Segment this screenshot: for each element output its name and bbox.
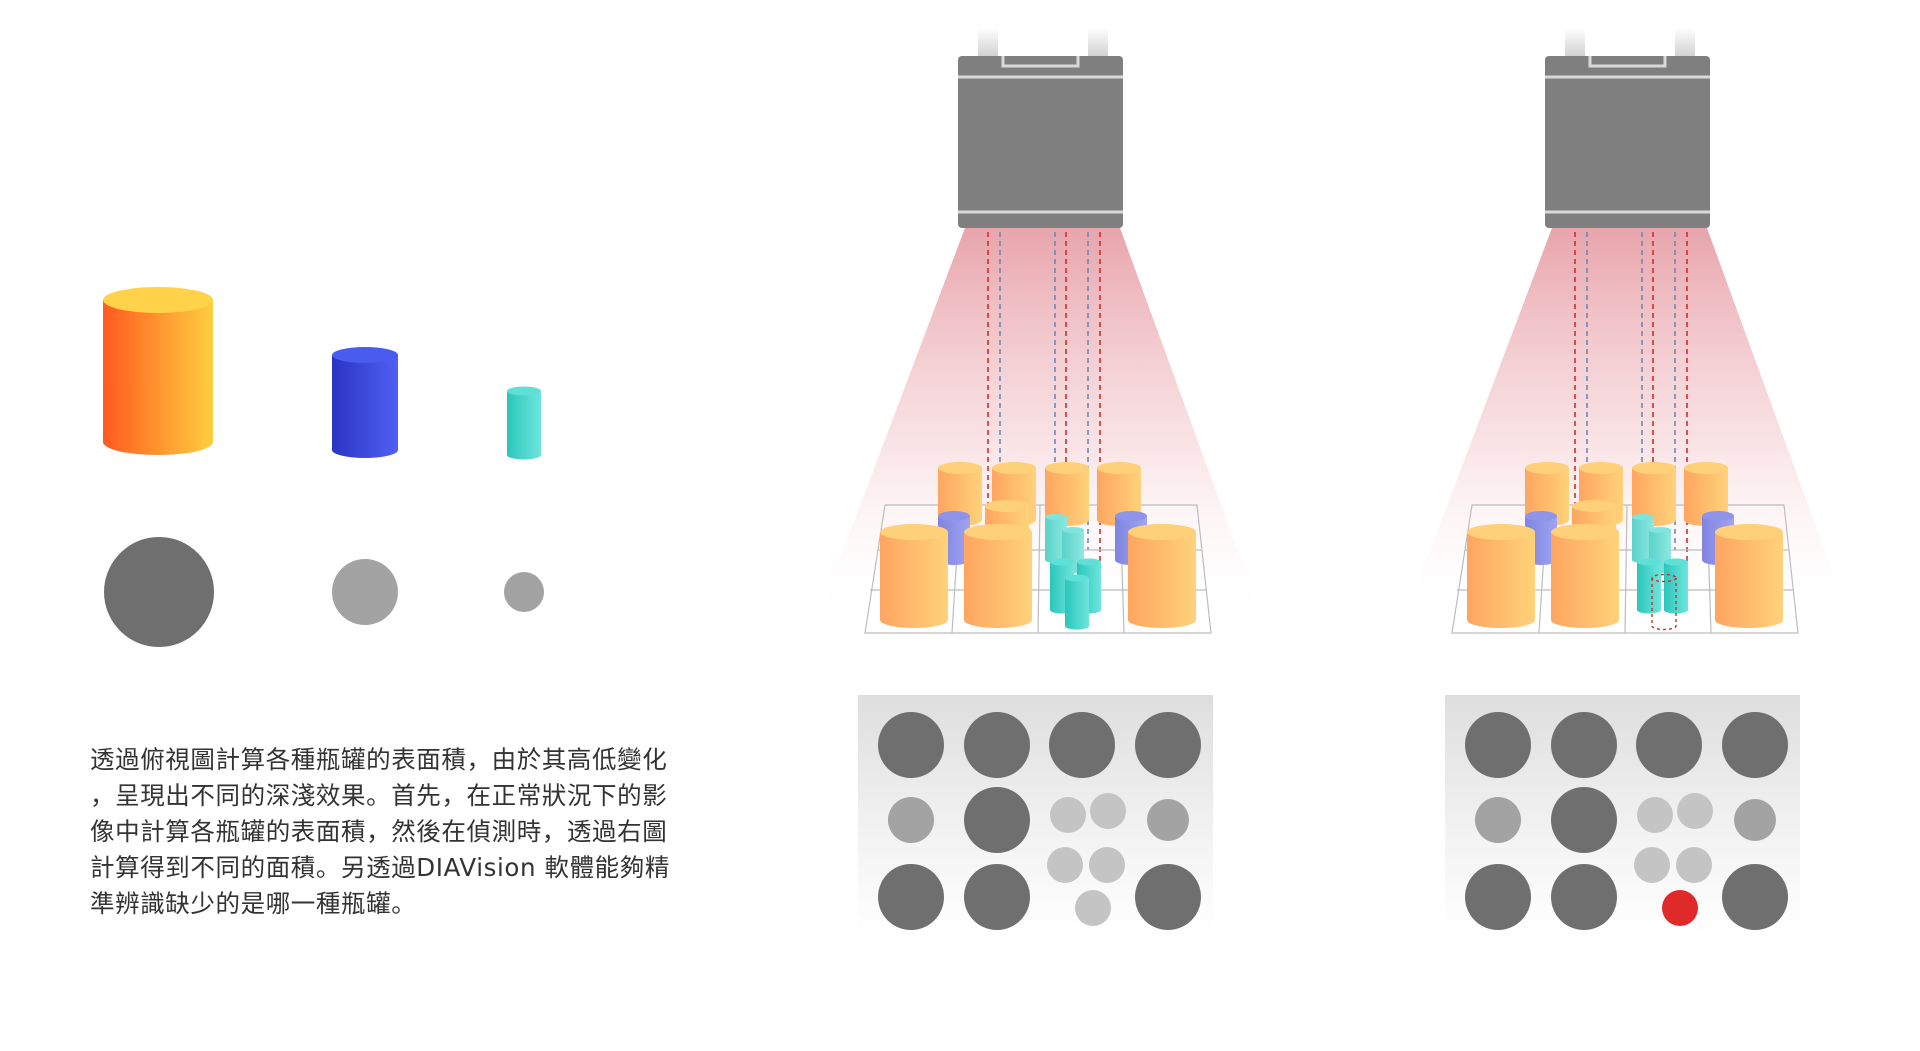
large-can-icon [103,287,213,455]
legend [103,287,544,647]
can-mid-teal-1 [1045,514,1067,563]
scene-detection [1402,28,1852,935]
description-line-1: 透過俯視圖計算各種瓶罐的表面積，由於其高低變化 [90,745,668,774]
can-front-1 [1467,524,1535,628]
small-can-area-disk [504,572,544,612]
top-view-panel-detection [1445,695,1800,935]
large-can-area-disk [104,537,214,647]
top-view-panel-normal [858,695,1213,935]
can-front-1 [880,524,948,628]
description-line-3: 像中計算各瓶罐的表面積，然後在偵測時，透過右圖 [90,817,668,846]
can-back-3 [1632,462,1676,526]
can-front-3 [1715,524,1783,628]
camera-icon [1545,28,1710,228]
scene-normal [815,28,1265,935]
description-line-2: ，呈現出不同的深淺效果。首先，在正常狀況下的影 [90,781,668,810]
can-front-2 [964,524,1032,628]
can-front-3 [1128,524,1196,628]
description-line-5: 準辨識缺少的是哪一種瓶罐。 [90,889,417,918]
description-line-4: 計算得到不同的面積。另透過DIAVision 軟體能夠精 [90,853,670,882]
can-front-teal-3 [1065,574,1089,630]
description-text: 透過俯視圖計算各種瓶罐的表面積，由於其高低變化 ，呈現出不同的深淺效果。首先，在… [90,742,730,922]
medium-can-icon [332,347,398,458]
can-back-3 [1045,462,1089,526]
can-front-2 [1551,524,1619,628]
can-mid-teal-1 [1632,514,1654,563]
missing-can-marker [1662,890,1698,926]
medium-can-area-disk [332,559,398,625]
camera-icon [958,28,1123,228]
can-front-teal-1 [1637,558,1661,614]
small-can-icon [507,386,541,460]
missing-can-outline [1651,573,1677,631]
